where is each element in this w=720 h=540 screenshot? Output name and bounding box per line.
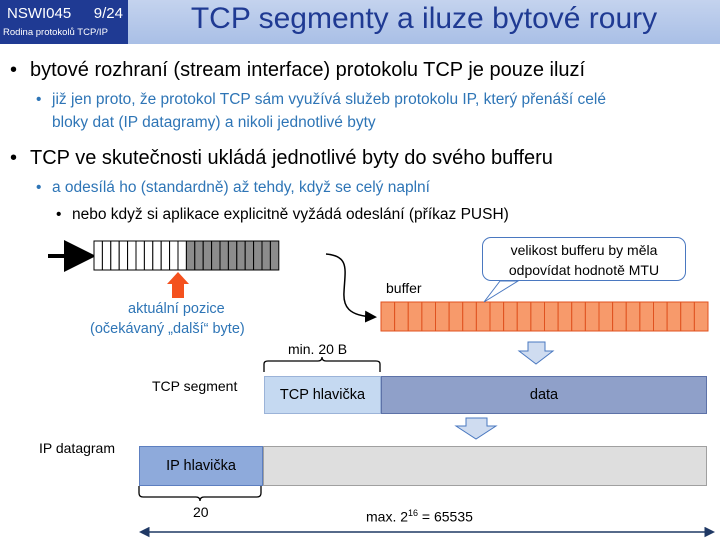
buffer-byte [612,301,627,332]
min-size-bracket [263,356,381,372]
bullet-1-1-line1: již jen proto, že protokol TCP sám využí… [52,91,606,108]
buffer-byte [625,301,641,332]
stream-byte-empty [135,240,145,271]
stream-byte-empty [169,240,179,271]
ip-header-label: IP hlavička [166,458,236,474]
buffer-byte [584,301,600,332]
buffer-label: buffer [386,280,422,296]
tcp-header-box: TCP hlavička [264,376,381,414]
buffer-byte [489,301,505,332]
stream-byte-empty [127,240,137,271]
stream-byte-filled [202,240,213,271]
max-size-suffix: = 65535 [418,508,473,525]
ip-header-box: IP hlavička [139,446,263,486]
current-position-sublabel: (očekávaný „další“ byte) [90,321,245,337]
bullet-2-1-1: nebo když si aplikace explicitně vyžádá … [72,206,509,223]
callout-line-1: velikost bufferu by měla [510,242,658,258]
current-position-arrow [167,272,189,298]
max-size-prefix: max. 2 [366,508,409,525]
stream-byte-filled [219,240,229,271]
stream-byte-empty [152,240,162,271]
stream-byte-empty [101,240,112,271]
bullet-dot: • [10,59,18,81]
ip-header-size-label: 20 [193,504,209,520]
down-arrow-icon [517,341,555,365]
buffer-byte [639,301,654,332]
bullet-1: bytové rozhraní (stream interface) proto… [30,59,586,81]
min-size-label: min. 20 B [288,341,348,357]
slide-title: TCP segmenty a iluze bytové roury [190,2,658,35]
buffer-byte [448,301,464,332]
course-header: NSWI045 9/24 Rodina protokolů TCP/IP [0,0,128,44]
stream-byte-empty [118,240,129,271]
callout-line-2: odpovídat hodnotě MTU [508,262,660,278]
bullet-dot: • [56,206,62,223]
buffer-byte [666,301,682,332]
buffer-byte [475,301,491,332]
slide-number: 9/24 [93,5,123,22]
data-label: data [529,387,559,403]
tcp-header-label: TCP hlavička [279,387,366,403]
stream-byte-filled [194,240,204,271]
bullet-2: TCP ve skutečnosti ukládá jednotlivé byt… [30,147,553,169]
stream-byte-filled [253,240,263,271]
current-position-label: aktuální pozice [128,301,225,317]
stream-byte-filled [211,240,221,271]
buffer-byte [557,301,573,332]
title-bar: TCP segmenty a iluze bytové roury [128,0,720,44]
stream-byte-filled [227,240,238,271]
stream-byte-filled [244,240,255,271]
buffer-byte [680,301,695,332]
bullet-dot: • [36,91,42,108]
buffer-byte [530,301,545,332]
stream-byte-empty [177,240,187,271]
bullet-dot: • [10,147,18,169]
max-size-label: max. 216 = 65535 [366,508,473,525]
data-box: data [381,376,707,414]
buffer-byte [571,301,586,332]
buffer-byte [503,301,518,332]
buffer-byte [544,301,559,332]
down-arrow-icon [454,417,498,440]
buffer-byte [693,301,709,332]
buffer-byte [380,301,396,332]
stream-byte-filled [185,240,196,271]
stream-byte-empty [160,240,171,271]
max-size-exponent: 16 [408,508,419,518]
buffer-byte [394,301,409,332]
buffer-byte [462,301,477,332]
bullet-2-1: a odesílá ho (standardně) až tehdy, když… [52,179,430,196]
bullet-1-1-line2: bloky dat (IP datagramy) a nikoli jednot… [52,114,376,131]
buffer-byte [653,301,668,332]
ip-payload-box [263,446,707,486]
buffer-byte [407,301,423,332]
stream-byte-filled [269,240,280,271]
ip-header-bracket [138,486,262,502]
to-buffer-arrow [325,253,377,323]
stream-byte-filled [261,240,271,271]
mtu-callout: velikost bufferu by měla odpovídat hodno… [482,237,686,281]
byte-stream [93,240,280,271]
tcp-buffer [380,301,709,332]
bullet-dot: • [36,179,42,196]
buffer-byte [516,301,532,332]
course-subtitle: Rodina protokolů TCP/IP [3,27,108,38]
buffer-byte [435,301,450,332]
course-code: NSWI045 [7,5,72,22]
callout-pointer [483,280,520,303]
tcp-segment-label: TCP segment [152,378,238,394]
stream-byte-filled [236,240,246,271]
ip-datagram-label: IP datagram [39,440,116,456]
stream-byte-empty [110,240,120,271]
stream-byte-empty [93,240,103,271]
buffer-byte [598,301,614,332]
stream-byte-empty [143,240,154,271]
buffer-byte [421,301,436,332]
